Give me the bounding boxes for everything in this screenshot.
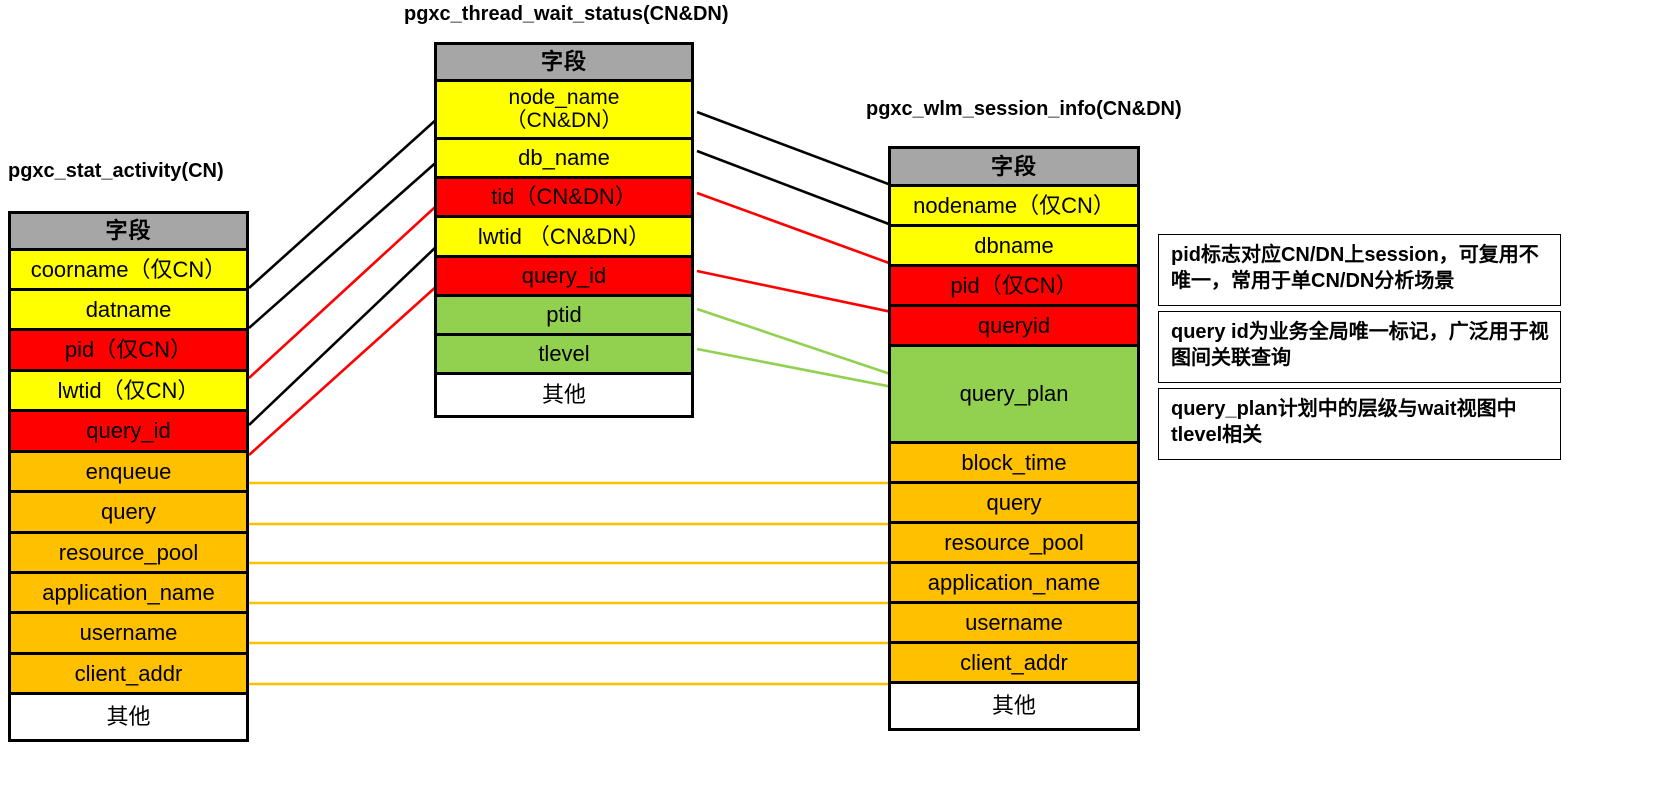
table-row: client_addr [11, 655, 246, 695]
table-row-other: 其他 [437, 375, 691, 415]
table-row: resource_pool [891, 524, 1137, 564]
table-row: enqueue [11, 453, 246, 493]
table-row: tlevel [437, 336, 691, 375]
caption-pgxc-thread-wait-status: pgxc_thread_wait_status(CN&DN) [404, 3, 729, 25]
table-row: tid（CN&DN） [437, 179, 691, 218]
table-row: query_id [11, 412, 246, 453]
table-pgxc-stat-activity: 字段 coorname（仅CN） datname pid（仅CN） lwtid（… [8, 211, 249, 742]
table-header-cell: 字段 [891, 149, 1137, 187]
table-row: ptid [437, 297, 691, 336]
note-query-id: query id为业务全局唯一标记，广泛用于视图间关联查询 [1158, 311, 1561, 383]
table-row: block_time [891, 444, 1137, 484]
arrow-pid-to-tid [248, 184, 460, 379]
table-row: resource_pool [11, 534, 246, 574]
table-row: client_addr [891, 644, 1137, 684]
caption-pgxc-wlm-session-info: pgxc_wlm_session_info(CN&DN) [866, 98, 1182, 120]
arrow-datname-to-db_name [248, 141, 460, 329]
table-row: datname [11, 291, 246, 331]
table-row: query_id [437, 258, 691, 297]
table-row: lwtid （CN&DN） [437, 218, 691, 258]
table-pgxc-thread-wait-status: 字段 node_name （CN&DN） db_name tid（CN&DN） … [434, 42, 694, 418]
table-header-cell: 字段 [437, 45, 691, 82]
table-row: coorname（仅CN） [11, 251, 246, 291]
table-row: node_name （CN&DN） [437, 82, 691, 140]
table-row: dbname [891, 227, 1137, 267]
table-row: queryid [891, 307, 1137, 347]
table-row: query [11, 493, 246, 534]
arrow-coorname-to-node_name [248, 98, 460, 289]
table-pgxc-wlm-session-info: 字段 nodename（仅CN） dbname pid（仅CN） queryid… [888, 146, 1140, 731]
note-pid: pid标志对应CN/DN上session，可复用不唯一，常用于单CN/DN分析场… [1158, 234, 1561, 306]
table-row: query [891, 484, 1137, 524]
arrow-lwtid-to-lwtid [248, 224, 460, 426]
arrow-group-left-to-right-orange [249, 473, 947, 694]
table-row: application_name [891, 564, 1137, 604]
table-row: username [891, 604, 1137, 644]
table-row: query_plan [891, 347, 1137, 444]
note-query-plan: query_plan计划中的层级与wait视图中tlevel相关 [1158, 388, 1561, 460]
caption-pgxc-stat-activity: pgxc_stat_activity(CN) [8, 160, 224, 182]
table-row: username [11, 614, 246, 655]
table-header-cell: 字段 [11, 214, 246, 251]
table-row: pid（仅CN） [11, 331, 246, 372]
table-row: db_name [437, 140, 691, 179]
table-row-other: 其他 [891, 684, 1137, 728]
table-row: nodename（仅CN） [891, 187, 1137, 227]
table-row: pid（仅CN） [891, 267, 1137, 307]
table-row: lwtid（仅CN） [11, 372, 246, 412]
arrow-group-left-to-middle [248, 98, 460, 456]
arrow-query_id-to-query_id [248, 265, 460, 456]
table-row-other: 其他 [11, 695, 246, 739]
table-row: application_name [11, 574, 246, 614]
